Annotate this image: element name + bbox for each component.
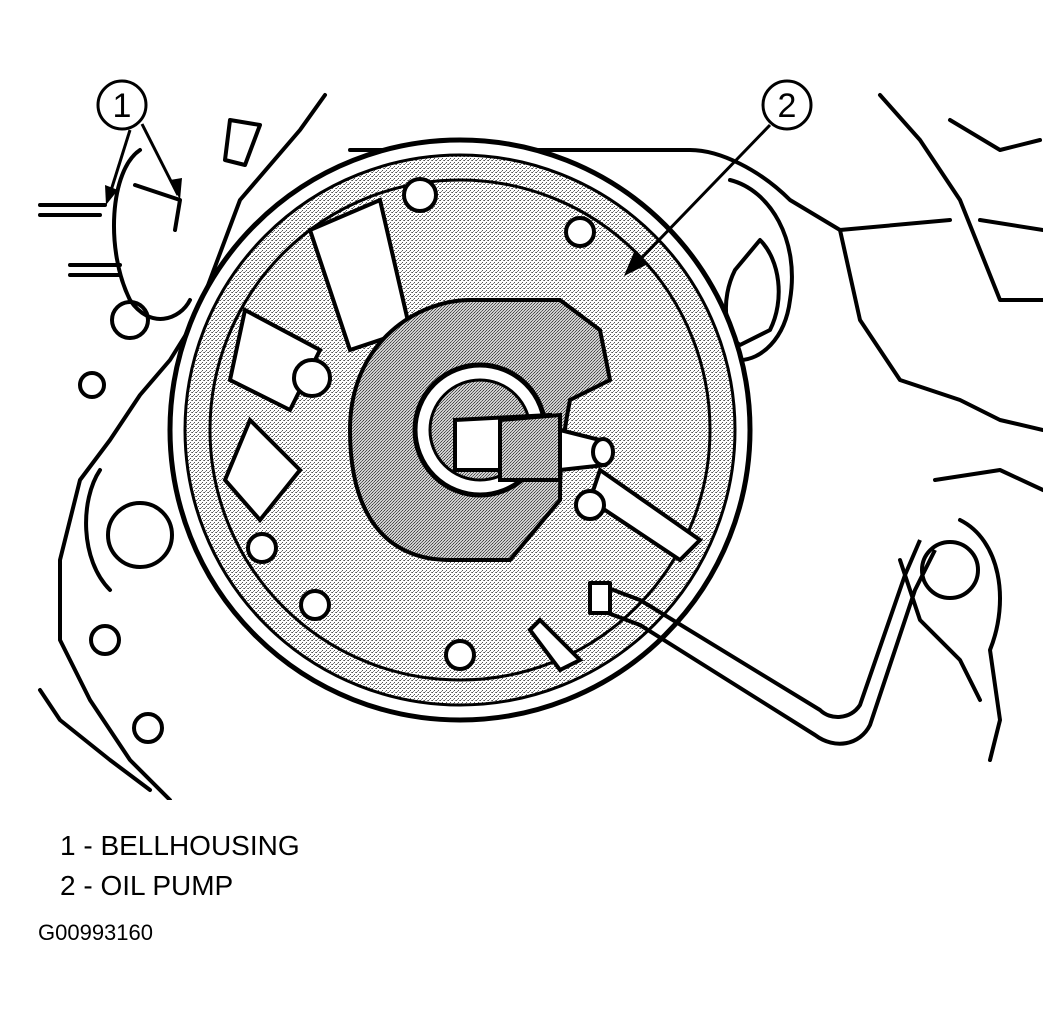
bellhousing bbox=[38, 93, 1043, 800]
svg-text:1: 1 bbox=[113, 87, 132, 125]
callout-2: 2 bbox=[624, 79, 813, 276]
legend: 1 - BELLHOUSING 2 - OIL PUMP bbox=[60, 826, 300, 906]
svg-text:2: 2 bbox=[778, 87, 797, 125]
callout-1: 1 bbox=[96, 79, 182, 205]
input-shaft bbox=[453, 412, 615, 482]
legend-item-oil-pump: 2 - OIL PUMP bbox=[60, 870, 234, 901]
oil-cooler-tube bbox=[588, 539, 937, 746]
figure-id: G00993160 bbox=[38, 920, 153, 945]
legend-item-bellhousing: 1 - BELLHOUSING bbox=[60, 830, 300, 861]
oil-pump-illustration: 1 2 bbox=[38, 79, 1043, 800]
